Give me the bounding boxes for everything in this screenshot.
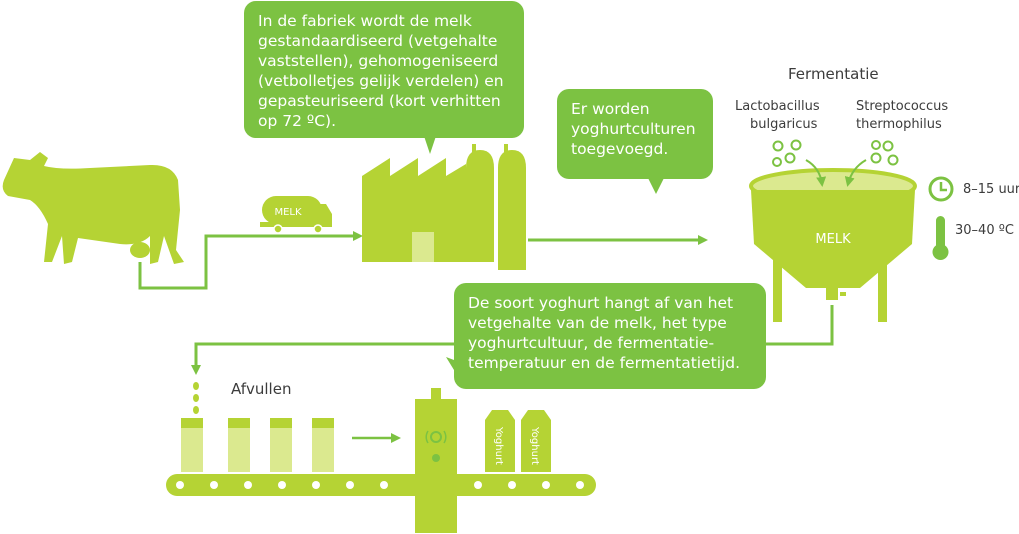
milk-drop-icon — [193, 382, 199, 414]
bacteria-label-2-line1: Streptococcus — [856, 99, 949, 114]
truck-label: MELK — [274, 207, 302, 218]
thermometer-icon — [932, 216, 949, 260]
tank-label: MELK — [815, 232, 851, 247]
cup-icon — [270, 418, 292, 472]
factory-bubble: In de fabriek wordt de melk gestandaardi… — [244, 1, 524, 138]
filling-machine-icon — [415, 388, 457, 533]
fermentation-tank-icon: MELK — [749, 168, 917, 322]
yoghurt-carton-icon: Yoghurt — [485, 410, 515, 472]
cultures-bubble: Er worden yoghurtculturen toegevoegd. — [557, 89, 713, 179]
time-label: 8–15 uur — [963, 182, 1019, 197]
bubble-tail — [648, 178, 664, 194]
carton-label: Yoghurt — [493, 426, 504, 465]
yoghurt-types-bubble: De soort yoghurt hangt af van het vetgeh… — [454, 283, 766, 389]
cup-icon — [228, 418, 250, 472]
milk-flow-line — [138, 231, 363, 290]
silo-icon — [466, 144, 526, 270]
bubble-tail — [446, 357, 454, 370]
fermentation-label: Fermentatie — [788, 65, 879, 83]
bubble-tail — [424, 136, 436, 154]
culture-arrow-right — [844, 159, 867, 187]
yoghurt-carton-icon: Yoghurt — [521, 410, 551, 472]
bacteria-icon — [772, 139, 802, 167]
cup-icon — [312, 418, 334, 472]
filling-label: Afvullen — [231, 380, 292, 398]
bacteria-icon — [870, 140, 899, 166]
culture-arrow-left — [805, 159, 827, 187]
temperature-label: 30–40 ºC — [955, 223, 1014, 238]
cow-icon — [2, 152, 184, 264]
conveyor-belt-icon — [166, 474, 596, 496]
carton-label: Yoghurt — [529, 426, 540, 465]
clock-icon — [928, 176, 954, 202]
cup-icon — [181, 418, 203, 472]
bacteria-label-1-line2: bulgaricus — [750, 117, 818, 132]
factory-icon — [362, 158, 466, 262]
bacteria-label-2-line2: thermophilus — [856, 117, 942, 132]
milk-truck-icon: MELK — [260, 196, 332, 234]
bacteria-label-1-line1: Lactobacillus — [735, 99, 820, 114]
